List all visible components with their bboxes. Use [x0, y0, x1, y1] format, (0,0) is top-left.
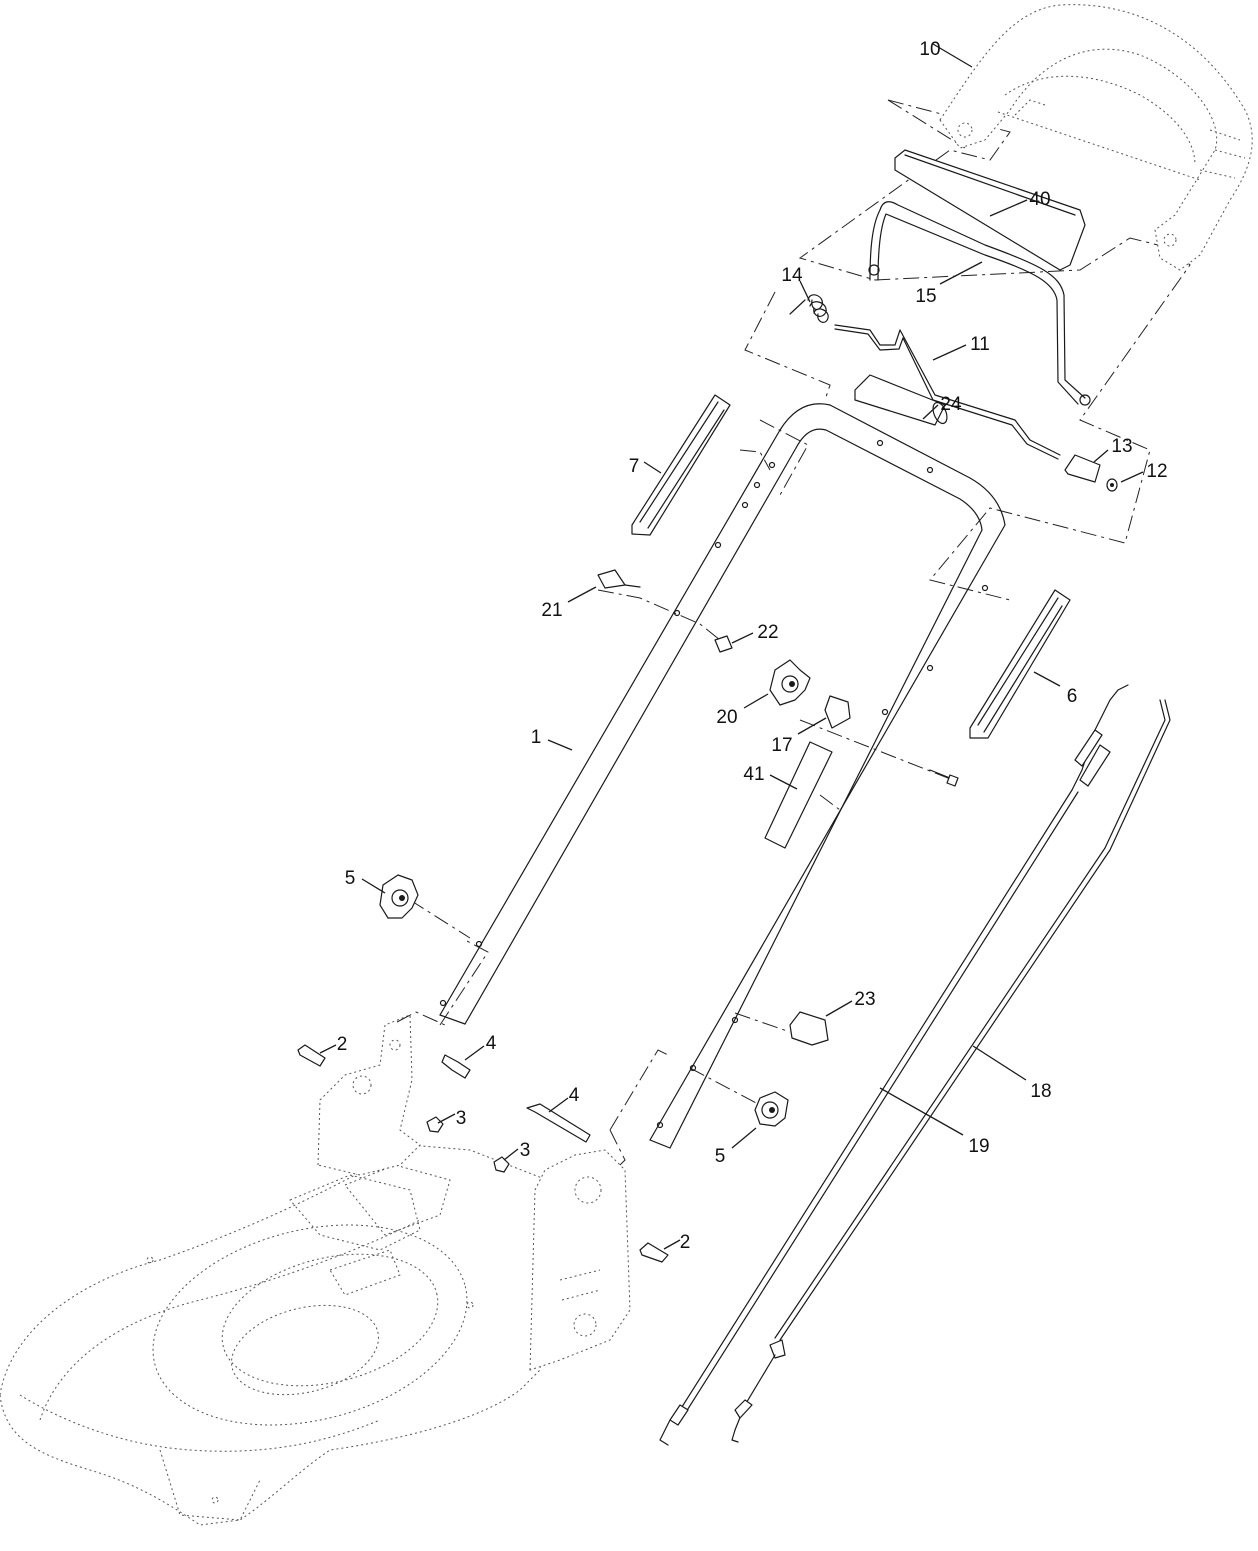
leader-callout-15	[939, 261, 983, 285]
callout-12: 12	[1146, 461, 1167, 482]
bolt-right	[526, 1103, 591, 1143]
cable-guide-right	[969, 589, 1071, 739]
bail-bar	[869, 201, 1086, 399]
link-rod	[834, 324, 1061, 456]
leader-callout-2b	[663, 1239, 681, 1250]
callout-5a: 5	[345, 868, 356, 889]
leader-callout-3b	[503, 1148, 519, 1161]
callout-1: 1	[531, 727, 542, 748]
leader-callout-20	[743, 693, 769, 709]
leader-callout-22	[731, 632, 754, 644]
assembly-outlines	[396, 99, 1191, 1166]
callout-2a: 2	[337, 1034, 348, 1055]
pivot-pin-right	[639, 1242, 669, 1263]
leader-callout-13	[1093, 449, 1109, 463]
callout-19: 19	[968, 1136, 989, 1157]
leader-callout-17	[797, 717, 827, 735]
leader-callout-3a	[437, 1113, 456, 1124]
callout-2b: 2	[680, 1232, 691, 1253]
callout-20: 20	[716, 707, 737, 728]
callout-5b: 5	[715, 1146, 726, 1167]
callout-11: 11	[970, 334, 990, 355]
leader-callout-6	[1033, 671, 1061, 687]
leader-callout-10	[932, 43, 973, 68]
callout-7: 7	[629, 456, 640, 477]
callout-3b: 3	[520, 1140, 531, 1161]
callout-18: 18	[1030, 1081, 1051, 1102]
leader-callout-2a	[319, 1044, 337, 1054]
callout-3a: 3	[456, 1108, 467, 1129]
callout-41: 41	[743, 764, 764, 785]
cable-clip	[824, 695, 851, 729]
brake-cable	[731, 699, 1171, 1443]
leader-lines	[319, 43, 1144, 1250]
callout-24: 24	[940, 394, 962, 415]
callout-40: 40	[1029, 189, 1050, 210]
leader-callout-5b	[731, 1127, 757, 1149]
leader-callout-19	[879, 1087, 964, 1136]
leader-callout-23	[825, 1000, 853, 1017]
pivot-pin-left	[297, 1044, 326, 1067]
leader-callout-41	[769, 774, 798, 790]
leader-callout-14	[799, 280, 811, 303]
callout-4b: 4	[569, 1085, 580, 1106]
callout-13: 13	[1111, 436, 1132, 457]
leader-callout-18	[972, 1045, 1027, 1081]
cable-guide-left	[631, 394, 731, 536]
callout-6: 6	[1067, 686, 1078, 707]
nut-left	[426, 1116, 444, 1133]
nut	[714, 635, 733, 653]
callout-22: 22	[757, 622, 778, 643]
callout-14: 14	[781, 265, 803, 286]
leader-callout-11	[932, 344, 967, 361]
nut-right	[493, 1156, 510, 1173]
leader-callout-7	[643, 461, 662, 474]
leader-callout-1	[547, 739, 573, 751]
bolt-left	[441, 1054, 471, 1079]
mower-deck	[0, 1014, 631, 1526]
upper-handle	[939, 4, 1253, 271]
callout-10: 10	[919, 39, 940, 60]
tube	[854, 374, 946, 426]
main-handle	[439, 403, 1006, 1149]
connector	[1064, 454, 1101, 483]
callout-4a: 4	[486, 1033, 497, 1054]
drive-cable	[659, 684, 1129, 1446]
callout-17: 17	[771, 735, 792, 756]
leader-callout-12	[1120, 471, 1144, 483]
grip-pad	[894, 149, 1086, 271]
clip	[597, 569, 626, 589]
callout-15: 15	[915, 286, 936, 307]
leader-callout-24	[922, 404, 939, 420]
leader-callout-4b	[548, 1097, 569, 1113]
callout-23: 23	[854, 989, 875, 1010]
leader-callout-40	[989, 199, 1028, 217]
bracket	[789, 1011, 829, 1046]
leader-callout-21	[567, 586, 597, 603]
leader-callout-5a	[361, 878, 386, 894]
leader-callout-4a	[464, 1045, 485, 1061]
pad	[764, 741, 833, 849]
callout-21: 21	[541, 600, 562, 621]
spring	[789, 294, 829, 323]
